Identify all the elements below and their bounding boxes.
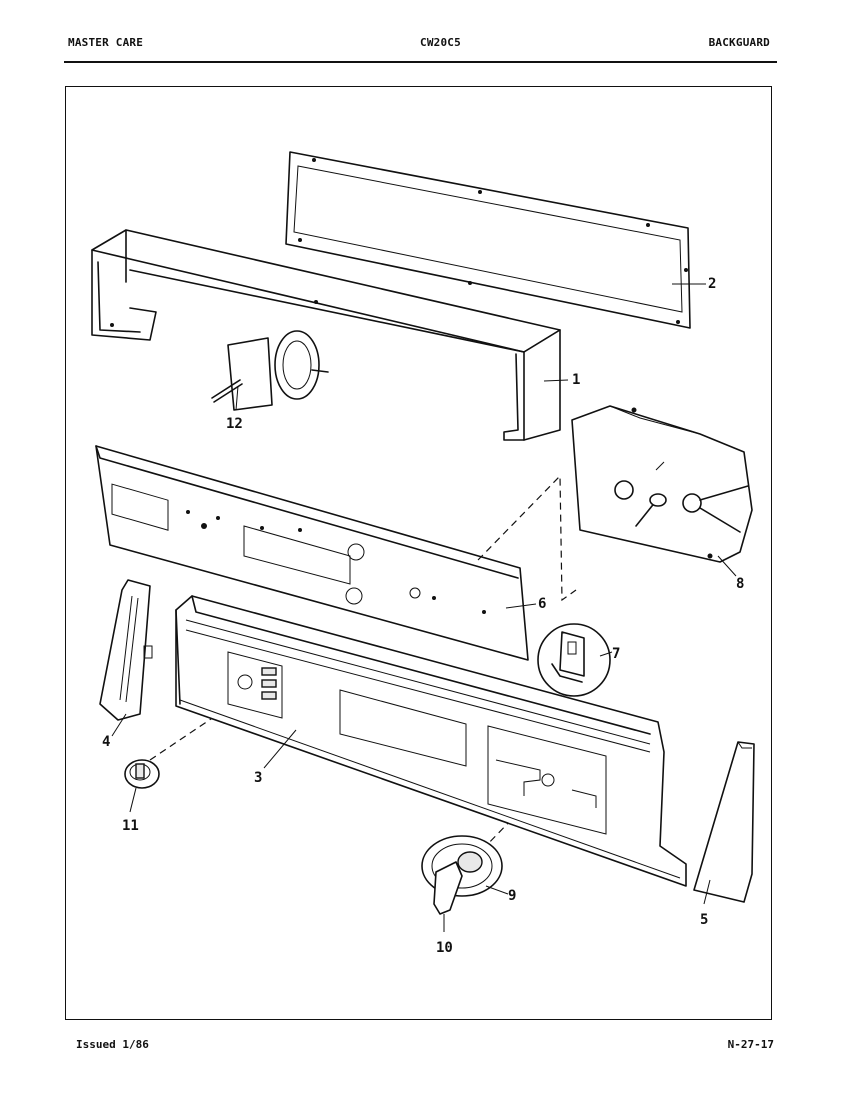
callout-5: 5 xyxy=(700,912,708,928)
part-11-knob xyxy=(124,759,160,789)
model-number: CW20C5 xyxy=(420,36,461,49)
diagram-frame xyxy=(65,86,772,1020)
part-1-housing xyxy=(91,229,561,441)
callout-2: 2 xyxy=(708,276,716,292)
callout-9: 9 xyxy=(508,888,516,904)
callout-12: 12 xyxy=(226,416,243,432)
part-12-pressure-switch xyxy=(211,330,329,411)
callout-11: 11 xyxy=(122,818,139,834)
callout-4: 4 xyxy=(102,734,110,750)
header-rule xyxy=(64,61,777,63)
part-4-bracket xyxy=(99,579,153,721)
part-10-timer-knob xyxy=(433,851,483,915)
section-title: BACKGUARD xyxy=(708,36,770,49)
part-7-clip xyxy=(537,623,611,697)
callout-7: 7 xyxy=(612,646,620,662)
part-2-gasket xyxy=(285,151,691,329)
part-5-side-trim xyxy=(693,741,755,903)
brand-label: MASTER CARE xyxy=(68,36,144,49)
part-6-mounting-plate xyxy=(95,445,529,661)
callout-1: 1 xyxy=(572,372,580,388)
page-number: N-27-17 xyxy=(727,1038,774,1051)
callout-10: 10 xyxy=(436,940,453,956)
issue-date: Issued 1/86 xyxy=(76,1038,149,1051)
callout-8: 8 xyxy=(736,576,744,592)
callout-3: 3 xyxy=(254,770,262,786)
part-8-timer xyxy=(571,405,753,563)
callout-6: 6 xyxy=(538,596,546,612)
part-3-console xyxy=(175,595,687,887)
callout-leaders xyxy=(111,283,737,932)
